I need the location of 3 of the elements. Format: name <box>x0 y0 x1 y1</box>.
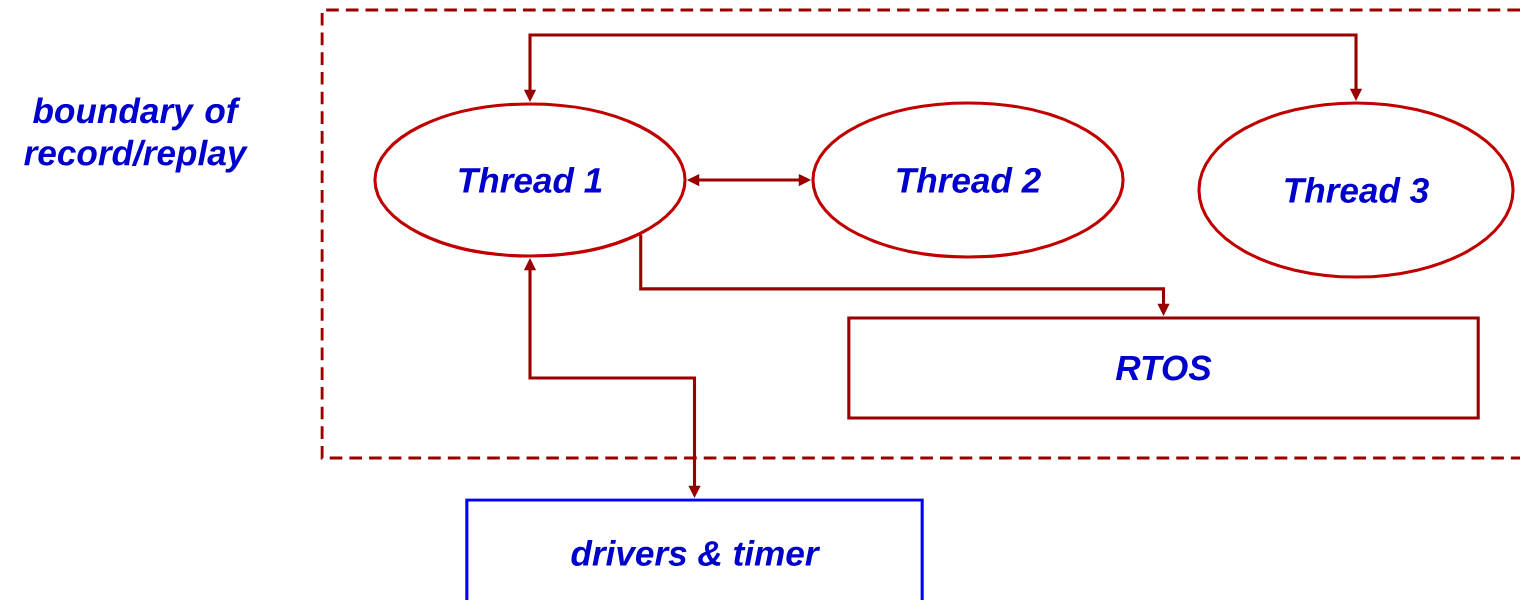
boundary-label: boundary of record/replay <box>24 97 248 173</box>
rtos-box: RTOS <box>847 316 1480 420</box>
driver-box: drivers & timer <box>465 498 924 600</box>
